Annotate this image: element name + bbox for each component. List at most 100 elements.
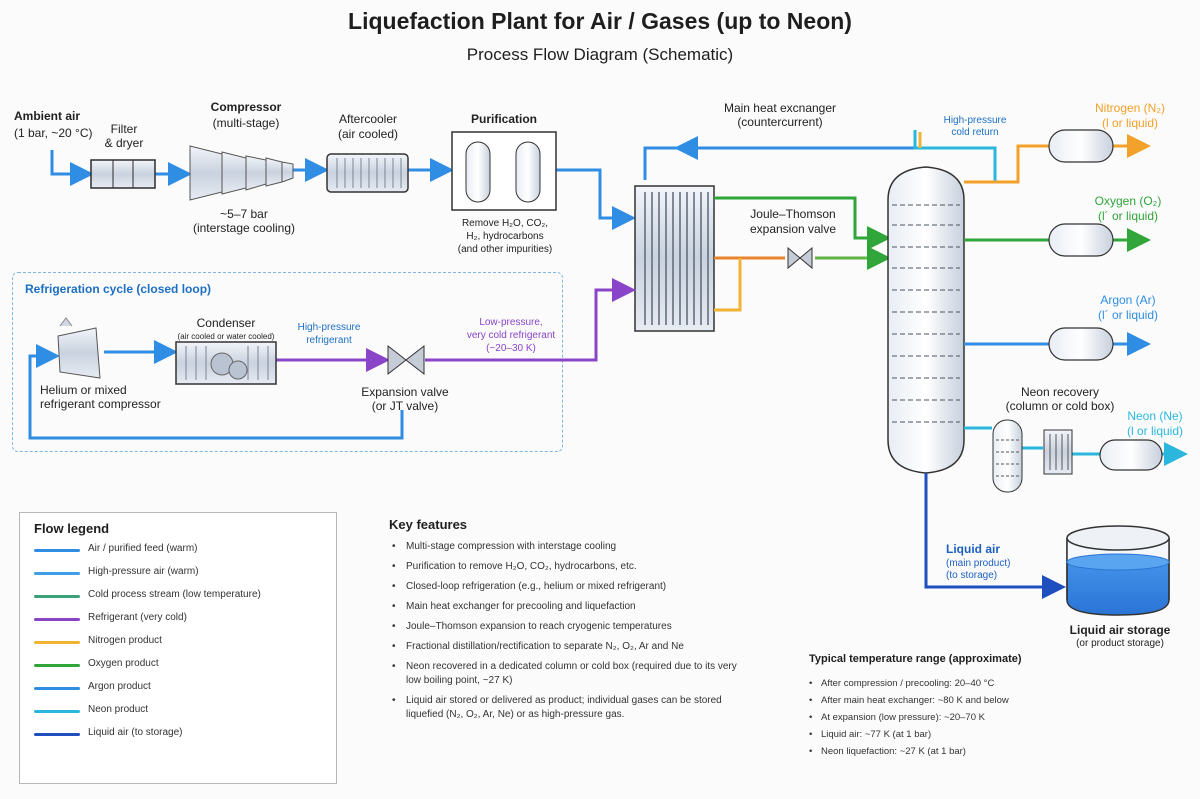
exchanger-sub: (countercurrent) — [737, 115, 823, 129]
refrigerant-compressor — [57, 317, 101, 379]
purification-title: Purification — [470, 112, 537, 126]
temperature-range-list: After compression / precooling: 20–40 °C… — [809, 678, 1089, 763]
legend-swatch — [34, 664, 80, 667]
temperature-range-item: At expansion (low pressure): ~20–70 K — [809, 712, 1089, 724]
legend-swatch — [34, 618, 80, 621]
jt-valve — [787, 246, 813, 270]
lp-refrigerant-3: (~20–30 K) — [486, 343, 536, 354]
legend-swatch — [34, 641, 80, 644]
filter-label: Filter & dryer — [104, 122, 144, 150]
temperature-range-item: After compression / precooling: 20–40 °C — [809, 678, 1089, 690]
key-features-list: Multi-stage compression with interstage … — [392, 540, 752, 728]
liquid-air-title: Liquid air — [946, 542, 1000, 556]
neon-sub: (l or liquid) — [1126, 424, 1183, 438]
legend-item: Oxygen product — [34, 656, 324, 674]
key-feature-item: Neon recovered in a dedicated column or … — [392, 660, 752, 688]
legend-item: Argon product — [34, 679, 324, 697]
legend-swatch — [34, 710, 80, 713]
jt-title: Joule–Thomson — [750, 207, 836, 221]
hp-refrigerant-2: refrigerant — [306, 335, 352, 346]
legend-item: Refrigerant (very cold) — [34, 610, 324, 628]
legend-swatch — [34, 733, 80, 736]
lp-refrigerant-2: very cold refrigerant — [466, 330, 556, 341]
legend-swatch — [34, 595, 80, 598]
ref-compressor-label-2: refrigerant compressor — [40, 397, 161, 411]
aftercooler-title: Aftercooler — [338, 112, 398, 126]
legend-swatch — [34, 572, 80, 575]
neon-recovery-title: Neon recovery — [1020, 385, 1100, 399]
page-subtitle: Process Flow Diagram (Schematic) — [466, 45, 734, 64]
distillation-column — [887, 166, 965, 474]
filter-dryer — [90, 159, 156, 189]
key-feature-item: Purification to remove H₂O, CO₂, hydroca… — [392, 560, 752, 574]
legend-label: Liquid air (to storage) — [88, 727, 183, 738]
legend-item: Liquid air (to storage) — [34, 725, 324, 743]
nitrogen-sub: (l or liquid) — [1101, 116, 1158, 130]
liquid-air-storage-tank — [1066, 525, 1170, 616]
ambient-air-title: Ambient air — [14, 109, 81, 123]
key-feature-item: Closed-loop refrigeration (e.g., helium … — [392, 580, 752, 594]
neon-recovery-unit — [992, 419, 1073, 493]
legend-item: Neon product — [34, 702, 324, 720]
key-feature-item: Multi-stage compression with interstage … — [392, 540, 752, 554]
ref-compressor-label-1: Helium or mixed — [40, 383, 127, 397]
aftercooler-sub: (air cooled) — [337, 127, 399, 141]
legend-label: High-pressure air (warm) — [88, 566, 199, 577]
hp-refrigerant-1: High-pressure — [297, 322, 361, 333]
expansion-valve — [387, 344, 425, 376]
product-vessels — [1048, 129, 1163, 471]
legend-label: Neon product — [88, 704, 149, 715]
condenser — [175, 341, 277, 385]
legend-label: Refrigerant (very cold) — [88, 612, 187, 623]
jt-sub: expansion valve — [749, 222, 837, 236]
purification-note-2: H₂, hydrocarbons — [466, 231, 544, 242]
temperature-range-item: Neon liquefaction: ~27 K (at 1 bar) — [809, 746, 1089, 758]
flow-legend: Flow legend Air / purified feed (warm) H… — [19, 512, 337, 784]
oxygen-sub: (l´ or liquid) — [1097, 209, 1158, 223]
hp-return-label-1: High-pressure — [943, 115, 1007, 126]
neon-title: Neon (Ne) — [1127, 409, 1183, 423]
expansion-valve-sub: (or JT valve) — [371, 399, 439, 413]
compressor-pressure: ~5–7 bar — [220, 207, 268, 221]
main-heat-exchanger — [634, 185, 715, 332]
neon-recovery-sub: (column or cold box) — [1005, 399, 1115, 413]
legend-swatch — [34, 549, 80, 552]
oxygen-title: Oxygen (O₂) — [1094, 194, 1162, 208]
key-feature-item: Joule–Thomson expansion to reach cryogen… — [392, 620, 752, 634]
key-features-title: Key features — [389, 517, 468, 532]
key-feature-item: Liquid air stored or delivered as produc… — [392, 694, 752, 722]
product-lines — [924, 134, 1188, 599]
storage-title: Liquid air storage — [1069, 623, 1171, 637]
ambient-air-sub: (1 bar, ~20 °C) — [14, 126, 93, 140]
temperature-range-item: Liquid air: ~77 K (at 1 bar) — [809, 729, 1089, 741]
condenser-sub: (air cooled or water cooled) — [177, 332, 275, 341]
compressor — [189, 145, 294, 201]
legend-item: Air / purified feed (warm) — [34, 541, 324, 559]
aftercooler — [326, 153, 409, 193]
purification-unit — [451, 131, 557, 211]
exchanger-title: Main heat excnanger — [723, 101, 837, 115]
legend-item: Cold process stream (low temperature) — [34, 587, 324, 605]
legend-label: Cold process stream (low temperature) — [88, 589, 261, 600]
legend-label: Nitrogen product — [88, 635, 162, 646]
cold-process-lines — [714, 196, 891, 312]
purification-note-3: (and other impurities) — [457, 244, 553, 255]
legend-item: High-pressure air (warm) — [34, 564, 324, 582]
compressor-title: Compressor — [210, 100, 282, 114]
compressor-note: (interstage cooling) — [192, 221, 296, 235]
legend-label: Argon product — [88, 681, 151, 692]
legend-item: Nitrogen product — [34, 633, 324, 651]
page-title: Liquefaction Plant for Air / Gases (up t… — [348, 8, 852, 34]
legend-swatch — [34, 687, 80, 690]
argon-sub: (l´ or liquid) — [1097, 308, 1158, 322]
liquid-air-sub-1: (main product) — [946, 558, 1011, 569]
hp-return-label-2: cold return — [951, 127, 999, 138]
lp-refrigerant-1: Low-pressure, — [479, 317, 543, 328]
key-feature-item: Fractional distillation/rectification to… — [392, 640, 752, 654]
legend-title: Flow legend — [34, 521, 110, 536]
purification-note-1: Remove H₂O, CO₂, — [461, 218, 549, 229]
key-feature-item: Main heat exchanger for precooling and l… — [392, 600, 752, 614]
condenser-title: Condenser — [196, 316, 256, 330]
temperature-range-title: Typical temperature range (approximate) — [809, 653, 1022, 665]
